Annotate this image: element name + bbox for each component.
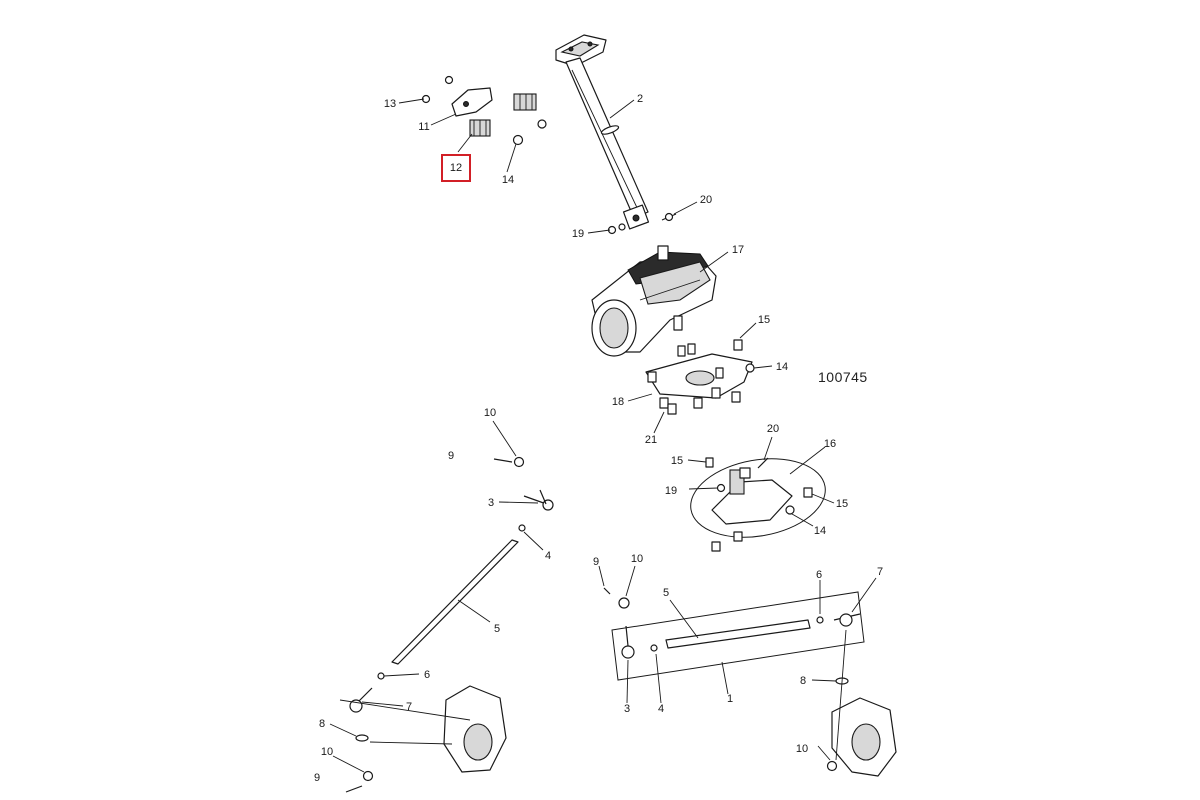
nut-14-clamp [512,119,547,146]
left-jam-nut-4 [518,524,526,532]
callout-4: 4 [658,703,664,715]
callout-16: 16 [824,438,836,450]
callout-7: 7 [877,566,883,578]
bolts-15-gearbox [677,339,743,379]
left-nut-10 [513,456,525,468]
callout-19: 19 [665,485,677,497]
left-outer-tie-rod-7 [349,687,373,713]
callout-1: 1 [727,693,733,705]
bolt-top-small [444,75,454,85]
left-tie-rod-end [523,489,554,511]
callout-15: 15 [758,314,770,326]
callout-5: 5 [663,587,669,599]
callout-10: 10 [484,407,496,419]
bolt-15-output-left [705,457,714,468]
callout-15: 15 [671,455,683,467]
callout-9: 9 [448,450,454,462]
callout-12: 12 [450,162,462,174]
callout-4: 4 [545,550,551,562]
pin-9-right [603,587,611,595]
clamp-bushing-right [513,93,537,111]
left-pin-9-lower [345,785,363,793]
nut-10-right-lower [826,760,838,772]
left-steering-knuckle [443,685,507,773]
left-jam-nut-6 [377,672,385,680]
callout-9: 9 [593,556,599,568]
nut-14-output [785,505,795,515]
callout-14: 14 [502,174,514,186]
callout-19: 19 [572,228,584,240]
callout-14: 14 [814,525,826,537]
clamp-bracket [451,87,493,117]
column-mount-plate [555,34,607,67]
callout-17: 17 [732,244,744,256]
left-washer-8 [355,734,369,742]
callout-20: 20 [767,423,779,435]
bolts-output-lower [711,531,743,552]
callout-3: 3 [488,497,494,509]
inner-tie-rod-3 [621,625,635,659]
callout-2: 2 [637,93,643,105]
jam-nut-4-right [650,644,658,652]
leader-lines [329,98,877,773]
callout-15: 15 [836,498,848,510]
output-arm-assembly [690,458,826,538]
right-tie-rod-sleeve [665,619,811,649]
callout-3: 3 [624,703,630,715]
callout-8: 8 [800,675,806,687]
bolt-15-output-right [803,487,813,498]
clamp-bushing-left [469,119,491,137]
callout-10: 10 [631,553,643,565]
outer-tie-rod-7-right [833,613,861,627]
bolt-19-upper [607,223,626,235]
callout-21: 21 [645,434,657,446]
bolt-20-output [757,457,769,469]
callout-20: 20 [700,194,712,206]
callout-14: 14 [776,361,788,373]
callout-6: 6 [816,569,822,581]
left-pin-9 [493,458,513,463]
bolts-21 [647,371,741,415]
callout-labels: 13 11 12 14 2 20 19 17 15 14 18 21 20 16… [314,93,883,784]
steering-gearbox [591,245,717,357]
callout-11: 11 [418,121,429,133]
callout-9: 9 [314,772,320,784]
steering-column-shaft [565,57,650,230]
nut-14-gearbox [745,363,755,373]
callout-10: 10 [796,743,808,755]
callout-13: 13 [384,98,396,110]
tie-rod-assembly-frame [611,591,865,681]
jam-nut-6-right [816,616,824,624]
bolt-19-output [716,483,726,493]
mounting-bracket [645,353,753,399]
left-nut-10-lower [362,770,374,782]
nut-10-right [618,597,630,609]
highlight-box-callout-12 [441,154,471,182]
callout-5: 5 [494,623,500,635]
left-tie-rod-sleeve [391,539,519,665]
right-steering-knuckle [831,697,897,777]
bolt-20-upper [661,212,677,222]
callout-6: 6 [424,669,430,681]
callout-10: 10 [321,746,333,758]
callout-18: 18 [612,396,624,408]
callout-8: 8 [319,718,325,730]
callout-7: 7 [406,701,412,713]
reference-code: 100745 [818,369,868,385]
